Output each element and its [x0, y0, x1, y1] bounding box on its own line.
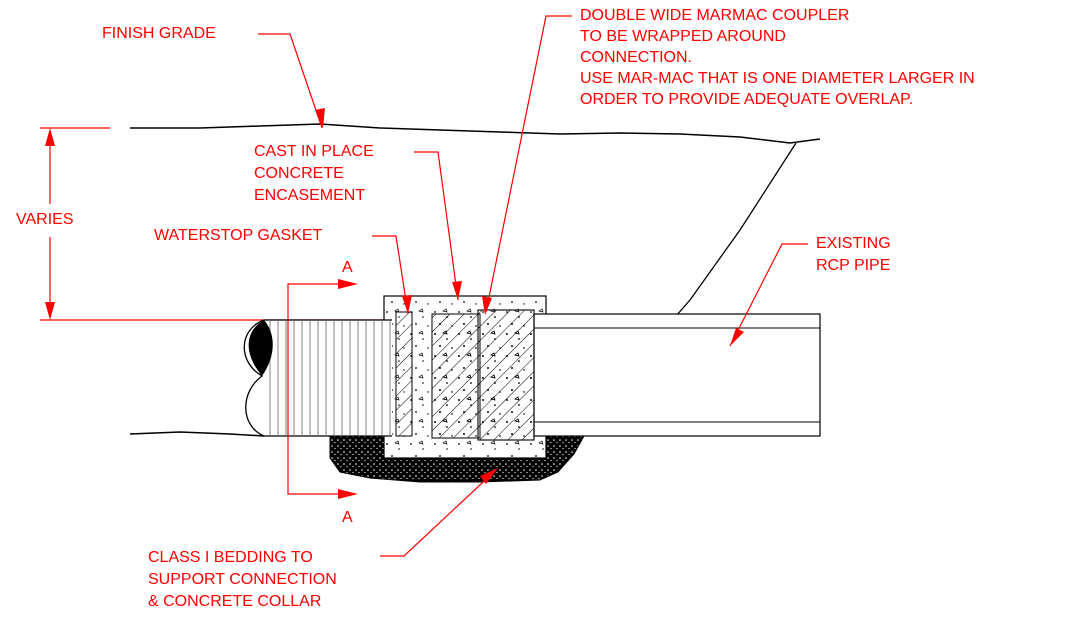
varies-label: VARIES: [16, 211, 74, 228]
section-a-top-label: A: [342, 259, 353, 276]
leader-lines: [258, 15, 808, 557]
varies-dimension: [40, 127, 384, 321]
corrugated-pipe: [243, 319, 392, 437]
encasement-label-line-2: CONCRETE: [254, 165, 344, 182]
finish-grade-label: FINISH GRADE: [102, 25, 216, 42]
waterstop-gasket: [395, 311, 413, 437]
bedding-label-line-3: & CONCRETE COLLAR: [148, 593, 322, 610]
coupler-label-line-4: USE MAR-MAC THAT IS ONE DIAMETER LARGER …: [580, 70, 975, 87]
section-cut-a-a: [287, 279, 358, 499]
coupler-label-line-3: CONNECTION.: [580, 49, 692, 66]
bedding-label-line-1: CLASS I BEDDING TO: [148, 549, 313, 566]
encasement-label-line-1: CAST IN PLACE: [254, 143, 374, 160]
existing-rcp-pipe: [533, 313, 821, 437]
subgrade-line: [129, 431, 265, 437]
waterstop-gasket-label: WATERSTOP GASKET: [154, 227, 323, 244]
encasement-label-line-3: ENCASEMENT: [254, 187, 366, 204]
existing-pipe-label-line-2: RCP PIPE: [816, 257, 891, 274]
coupler-label-line-5: ORDER TO PROVIDE ADEQUATE OVERLAP.: [580, 91, 914, 108]
finish-grade-line: [130, 123, 821, 144]
existing-pipe-label-line-1: EXISTING: [816, 235, 891, 252]
section-a-bottom-label: A: [342, 509, 353, 526]
coupler-label-line-2: TO BE WRAPPED AROUND: [580, 28, 786, 45]
bedding-label-line-2: SUPPORT CONNECTION: [148, 571, 337, 588]
coupler-label-line-1: DOUBLE WIDE MARMAC COUPLER: [580, 7, 850, 24]
